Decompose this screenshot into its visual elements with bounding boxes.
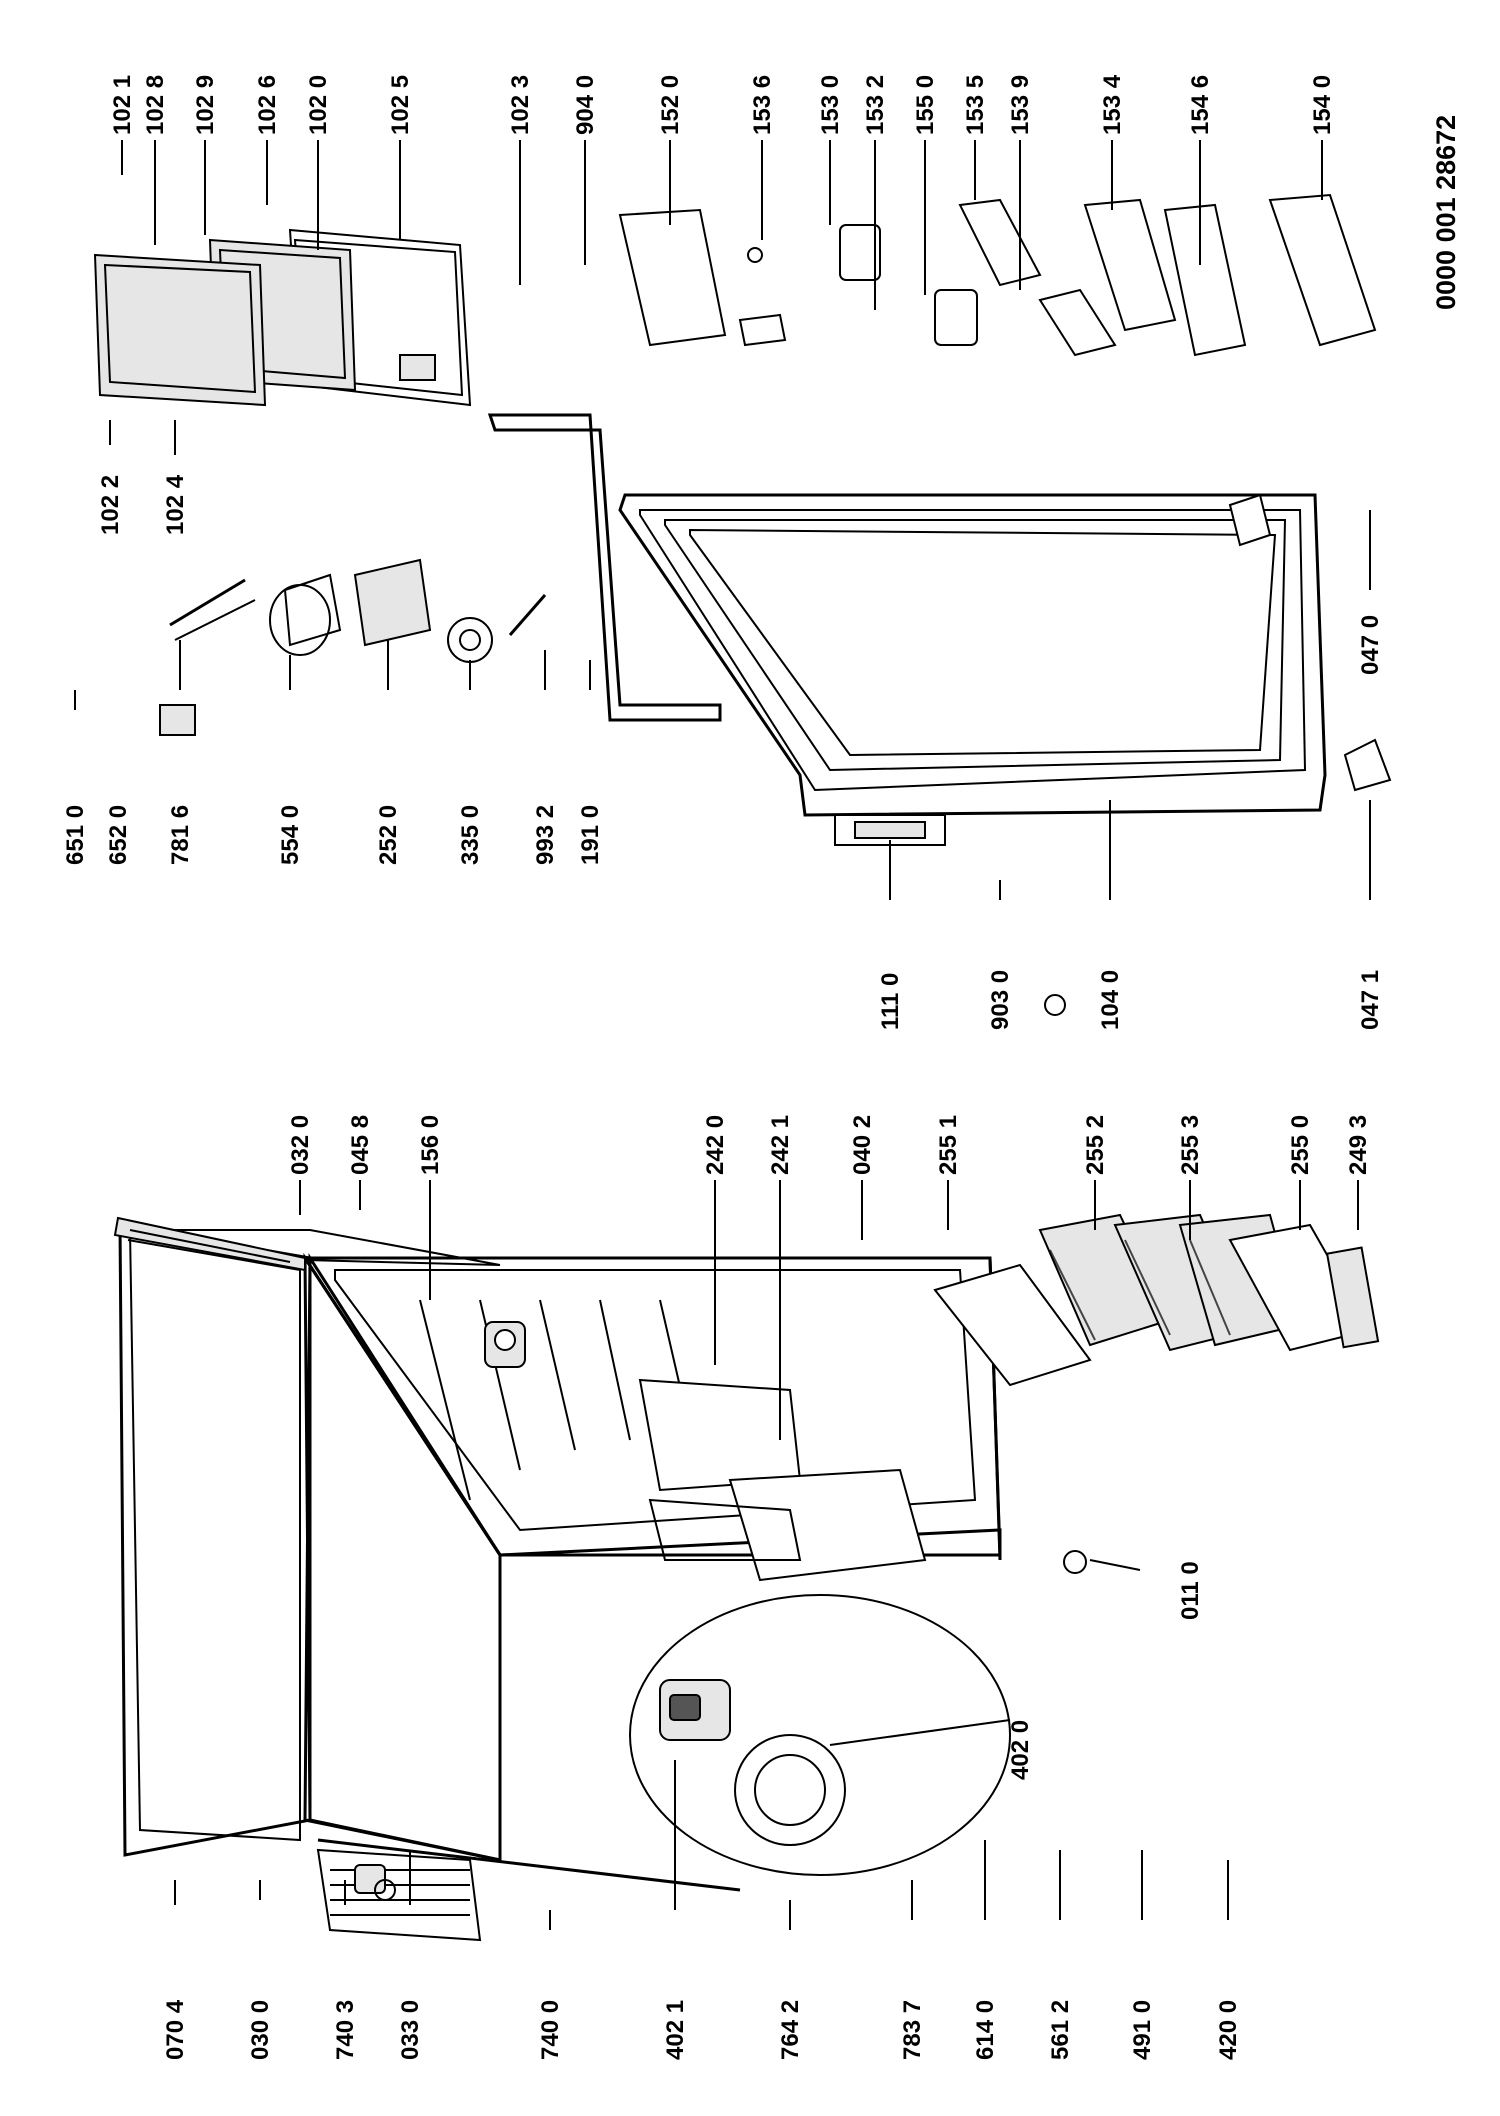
label-554-0: 554 0 bbox=[277, 805, 304, 865]
label-102-3: 102 3 bbox=[507, 75, 534, 135]
label-781-6: 781 6 bbox=[167, 805, 194, 865]
handle-labels: 102 2 102 4 bbox=[97, 474, 189, 535]
label-252-0: 252 0 bbox=[375, 805, 402, 865]
label-904-0: 904 0 bbox=[572, 75, 599, 135]
label-155-0: 155 0 bbox=[912, 75, 939, 135]
misc-labels: 402 0 011 0 bbox=[1007, 1561, 1204, 1780]
label-420-0: 420 0 bbox=[1215, 2000, 1242, 2060]
document-number: 0000 001 28672 bbox=[1431, 115, 1461, 310]
glass-shelves bbox=[933, 1213, 1380, 1387]
door-left-labels: 651 0 652 0 781 6 554 0 252 0 335 0 993 … bbox=[62, 805, 604, 865]
label-491-0: 491 0 bbox=[1129, 2000, 1156, 2060]
label-249-3: 249 3 bbox=[1345, 1115, 1372, 1175]
label-152-0: 152 0 bbox=[657, 75, 684, 135]
door-top-labels: 102 1 102 8 102 9 102 6 102 0 102 5 102 … bbox=[109, 74, 1336, 135]
label-255-0: 255 0 bbox=[1287, 1115, 1314, 1175]
label-153-9: 153 9 bbox=[1007, 75, 1034, 135]
interior-labels: 032 0 045 8 156 0 242 0 242 1 040 2 255 … bbox=[287, 1115, 1372, 1175]
refrigerator-cabinet bbox=[113, 1216, 1087, 1942]
label-102-2: 102 2 bbox=[97, 475, 124, 535]
label-070-4: 070 4 bbox=[162, 1999, 189, 2060]
label-740-3: 740 3 bbox=[332, 2000, 359, 2060]
label-335-0: 335 0 bbox=[457, 805, 484, 865]
label-402-0: 402 0 bbox=[1007, 1720, 1034, 1780]
label-153-0: 153 0 bbox=[817, 75, 844, 135]
label-191-0: 191 0 bbox=[577, 805, 604, 865]
label-561-2: 561 2 bbox=[1047, 2000, 1074, 2060]
label-993-2: 993 2 bbox=[532, 805, 559, 865]
label-045-8: 045 8 bbox=[347, 1115, 374, 1175]
label-242-1: 242 1 bbox=[767, 1115, 794, 1175]
label-614-0: 614 0 bbox=[972, 2000, 999, 2060]
label-154-6: 154 6 bbox=[1187, 75, 1214, 135]
label-011-0: 011 0 bbox=[1177, 1561, 1204, 1620]
label-102-1: 102 1 bbox=[109, 75, 136, 135]
label-047-0: 047 0 bbox=[1357, 615, 1384, 675]
label-111-0: 111 0 bbox=[877, 973, 904, 1030]
label-153-6: 153 6 bbox=[749, 75, 776, 135]
label-242-0: 242 0 bbox=[702, 1115, 729, 1175]
label-154-0: 154 0 bbox=[1309, 75, 1336, 135]
label-153-5: 153 5 bbox=[962, 75, 989, 135]
label-652-0: 652 0 bbox=[105, 805, 132, 865]
label-032-0: 032 0 bbox=[287, 1115, 314, 1175]
label-102-4: 102 4 bbox=[162, 474, 189, 535]
label-104-0: 104 0 bbox=[1097, 970, 1124, 1030]
label-255-3: 255 3 bbox=[1177, 1115, 1204, 1175]
label-102-0: 102 0 bbox=[305, 75, 332, 135]
label-102-9: 102 9 bbox=[192, 75, 219, 135]
label-402-1: 402 1 bbox=[662, 2000, 689, 2060]
label-102-5: 102 5 bbox=[387, 75, 414, 135]
cabinet-labels: 070 4 030 0 740 3 033 0 740 0 402 1 764 … bbox=[162, 1999, 1242, 2060]
label-764-2: 764 2 bbox=[777, 2000, 804, 2060]
label-255-2: 255 2 bbox=[1082, 1115, 1109, 1175]
label-255-1: 255 1 bbox=[935, 1115, 962, 1175]
label-903-0: 903 0 bbox=[987, 970, 1014, 1030]
label-156-0: 156 0 bbox=[417, 1115, 444, 1175]
label-102-6: 102 6 bbox=[254, 75, 281, 135]
label-047-1: 047 1 bbox=[1357, 970, 1384, 1030]
label-040-2: 040 2 bbox=[849, 1115, 876, 1175]
door-bottom-labels: 111 0 903 0 104 0 047 1 047 0 bbox=[877, 615, 1384, 1030]
label-033-0: 033 0 bbox=[397, 2000, 424, 2060]
label-740-0: 740 0 bbox=[537, 2000, 564, 2060]
label-153-4: 153 4 bbox=[1099, 74, 1126, 135]
label-783-7: 783 7 bbox=[899, 2000, 926, 2060]
label-030-0: 030 0 bbox=[247, 2000, 274, 2060]
label-651-0: 651 0 bbox=[62, 805, 89, 865]
refrigerator-door bbox=[93, 193, 1392, 1016]
label-102-8: 102 8 bbox=[142, 75, 169, 135]
label-153-2: 153 2 bbox=[862, 75, 889, 135]
leader-lines bbox=[74, 140, 1371, 1930]
